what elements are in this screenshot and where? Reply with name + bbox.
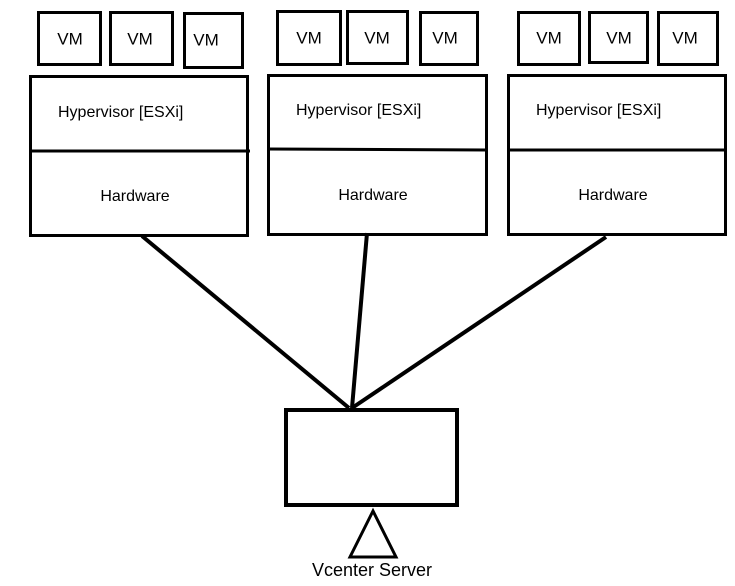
host-2-vm-3-label: VM bbox=[432, 28, 458, 48]
host-2-hardware-label: Hardware bbox=[338, 187, 408, 204]
host-2-divider bbox=[267, 147, 488, 152]
host-2-hypervisor-label: Hypervisor [ESXi] bbox=[296, 102, 422, 119]
host-2-vm-1-label: VM bbox=[296, 28, 322, 48]
host-3-vm-3-label: VM bbox=[672, 28, 698, 48]
host-3-hypervisor-label: Hypervisor [ESXi] bbox=[536, 102, 662, 119]
host-3-vm-3-box bbox=[657, 11, 719, 66]
host-2-stack-box bbox=[267, 74, 488, 236]
vcenter-server-box bbox=[284, 408, 459, 507]
host-1-vm-3-box bbox=[183, 12, 244, 69]
host-3-vm-1-label: VM bbox=[536, 28, 562, 48]
host-2-vm-1-box bbox=[276, 10, 342, 66]
host-3-vm-1-box bbox=[517, 11, 581, 66]
host-2-vm-2-label: VM bbox=[364, 28, 390, 48]
host-3-vm-2-box bbox=[588, 11, 649, 64]
host-1-connector bbox=[140, 234, 351, 410]
host-1-vm-3-label: VM bbox=[193, 30, 219, 50]
host-2-vm-3-box bbox=[419, 11, 479, 66]
host-1-vm-1-box bbox=[37, 11, 102, 66]
host-1-vm-1-label: VM bbox=[57, 29, 83, 49]
host-2-vm-2-box bbox=[346, 10, 409, 65]
host-1-vm-2-box bbox=[109, 11, 174, 66]
vcenter-server-label: Vcenter Server bbox=[311, 560, 433, 580]
host-2-connector bbox=[350, 232, 369, 409]
host-3-vm-2-label: VM bbox=[606, 28, 632, 48]
host-1-hardware-label: Hardware bbox=[100, 188, 170, 205]
host-1-stack-box bbox=[29, 75, 249, 237]
vcenter-server-stand bbox=[347, 507, 399, 559]
host-1-hypervisor-label: Hypervisor [ESXi] bbox=[58, 104, 184, 121]
host-3-hardware-label: Hardware bbox=[578, 187, 648, 204]
host-3-connector bbox=[350, 235, 608, 410]
host-1-vm-2-label: VM bbox=[127, 29, 153, 49]
host-3-stack-box bbox=[507, 74, 727, 236]
